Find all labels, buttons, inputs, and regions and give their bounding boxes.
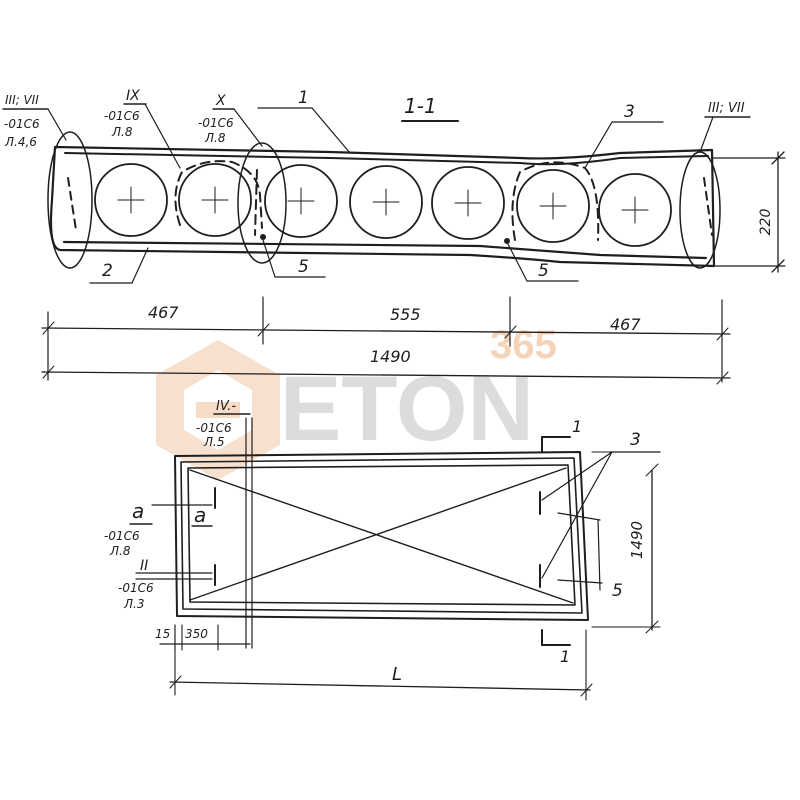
callout-iv-ref: IV.- [216,399,236,414]
plan-second-edge [180,457,583,614]
dim-height-220: 220 [711,151,786,273]
plan-outer-edge [174,451,589,621]
void-5 [431,166,505,240]
void-7 [598,173,672,247]
callout-iv-code: -01C6 [196,421,232,435]
pos-label-5-right-text: 5 [538,261,549,281]
plan-pos-label-3-text: 3 [630,430,641,450]
callout-ix: IX -01C6 Л.8 [104,88,181,169]
void-2 [178,163,252,237]
bottom-reinforcement [62,240,708,260]
section-1-1: 1-1 III; VII -01C6 [2,88,786,385]
dim-total-width: 1490 [41,347,731,385]
callout-a: a -01C6 Л.8 a [104,499,213,558]
section-cut-bottom-label: 1 [560,647,570,666]
dim-chain-width: 467 555 467 [41,296,731,383]
callout-right-end: III; VII [699,101,751,153]
dim-plan-edge: 15 350 [155,624,251,651]
callout-left-end-code: -01C6 [4,117,40,131]
callout-left-end-sheet: Л.4,6 [4,135,37,149]
dim-plan-1490: 1490 [591,451,661,634]
callout-x-ref: X [215,93,226,109]
callout-left-end: III; VII -01C6 Л.4,6 [2,93,67,149]
section-cut-top: 1 [541,417,582,453]
loop-right [511,161,600,241]
pos-label-1: 1 [257,88,351,154]
callout-a-sheet: Л.8 [109,544,131,558]
section-cut-top-label: 1 [572,417,582,436]
watermark-logo-icon [156,340,280,480]
pos-label-1-text: 1 [298,88,309,108]
section-title: 1-1 [404,94,437,118]
callout-x-code: -01C6 [198,116,234,130]
dim-right-467: 467 [610,315,641,334]
dim-plan-length-text: L [392,664,402,685]
void-4 [349,165,423,239]
dim-plan-350: 350 [185,627,208,641]
callout-a-code: -01C6 [104,529,140,543]
callout-oval-left [47,131,93,269]
callout-x-sheet: Л.8 [204,131,226,145]
pos-label-3: 3 [584,102,664,169]
void-6 [516,169,590,243]
callout-a-mark: a [194,503,206,527]
callout-left-end-ref: III; VII [5,93,39,107]
void-3 [264,164,338,238]
callout-a-ref: a [132,499,144,523]
callout-ii-code: -01C6 [118,581,154,595]
pos-label-2-text: 2 [102,261,113,281]
pos-label-5-left-text: 5 [298,257,309,277]
loop-ix [174,160,263,229]
plan-view: IV.- -01C6 Л.5 a -01C6 Л.8 a II -01C6 Л.… [104,399,661,701]
pos5-point-right [504,238,510,244]
watermark-main-text: ETON [280,358,534,460]
pos-label-5-right: 5 [507,243,579,282]
callout-iv-sheet: Л.5 [203,435,224,449]
dim-height-text: 220 [758,209,774,236]
plan-inner-edge [187,464,576,606]
callout-x: X -01C6 Л.8 [198,93,263,147]
callout-ii: II -01C6 Л.3 [118,558,213,611]
plan-pos-label-5-text: 5 [612,581,623,601]
pos-label-5-left: 5 [262,239,326,278]
callout-ix-ref: IX [126,88,140,104]
slab-outline [49,145,716,268]
pos-label-2: 2 [89,247,149,284]
dim-plan-15: 15 [155,627,170,641]
callout-ix-sheet: Л.8 [111,125,133,139]
pos5-point-left [260,234,266,240]
callout-ix-code: -01C6 [104,109,140,123]
section-cut-bottom: 1 [541,629,571,666]
callout-oval-x [237,142,287,264]
dim-plan-1490-text: 1490 [628,521,646,559]
pos-label-3-text: 3 [624,102,635,122]
plan-pos-label-5: 5 [557,512,623,601]
plan-diagonal-1 [189,469,574,604]
dim-plan-length: L [169,624,593,701]
loop-x [254,169,258,236]
callout-right-end-ref: III; VII [708,101,745,116]
end-left-detail [67,177,77,231]
callout-ii-ref: II [140,558,148,574]
callout-iv: IV.- -01C6 Л.5 [196,399,251,449]
watermark-top-text: 365 [490,323,557,367]
dim-total-1490: 1490 [370,347,411,366]
dim-middle-555: 555 [390,305,421,324]
dim-left-467: 467 [148,303,179,322]
end-right-detail [703,177,713,236]
void-1 [94,163,168,237]
watermark: 365 ETON [156,323,557,480]
callout-ii-sheet: Л.3 [123,597,144,611]
top-reinforcement [64,152,709,166]
plan-diagonal-2 [189,467,567,601]
